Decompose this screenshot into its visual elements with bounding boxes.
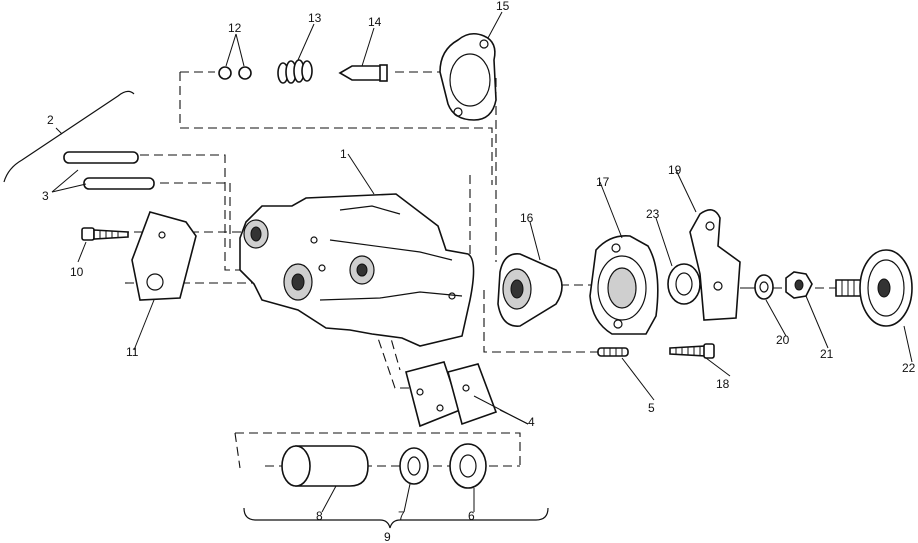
callout-18: 18	[716, 377, 730, 391]
callout-3: 3	[42, 189, 49, 203]
callout-21: 21	[820, 347, 834, 361]
callout-11: 11	[126, 345, 139, 359]
cover-part-17	[589, 234, 659, 335]
bushing-part-7	[399, 447, 429, 485]
bushing-part-16	[497, 253, 563, 327]
washer-part-23	[667, 263, 701, 305]
callout-2: 2	[47, 113, 54, 127]
plunger-part-14	[338, 64, 388, 82]
pulley-part-22	[835, 249, 913, 327]
leader-lines	[51, 11, 913, 513]
callout-15: 15	[496, 0, 510, 13]
callout-10: 10	[70, 265, 84, 279]
callout-23: 23	[646, 207, 660, 221]
cable-part-2	[3, 90, 135, 183]
screw-part-18	[669, 343, 715, 359]
callout-19: 19	[668, 163, 682, 177]
pin-part-3	[63, 151, 155, 190]
callout-4: 4	[528, 415, 535, 429]
callout-7: 7	[398, 509, 405, 523]
callout-20: 20	[776, 333, 790, 347]
housing-part-1	[239, 193, 475, 347]
callout-9: 9	[384, 530, 391, 543]
washer-part-20	[754, 274, 774, 300]
callout-14: 14	[368, 15, 382, 29]
reed-plates-part-4	[405, 361, 498, 428]
washer-part-6	[449, 443, 487, 489]
cylinder-part-8	[281, 445, 369, 487]
callout-17: 17	[596, 175, 610, 189]
spring-part-5	[597, 347, 629, 357]
nut-part-21	[785, 271, 813, 299]
callout-labels: 1 2 3 4 5 6 7 8 9 10 11 12 13 14 15 16 1…	[42, 0, 916, 543]
bolt-part-10	[81, 227, 129, 241]
o-rings-part-12	[218, 66, 252, 80]
callout-8: 8	[316, 509, 323, 523]
callout-16: 16	[520, 211, 534, 225]
callout-6: 6	[468, 509, 475, 523]
gasket-part-15	[439, 32, 497, 121]
callout-12: 12	[228, 21, 242, 35]
callout-22: 22	[902, 361, 916, 375]
bracket-part-19	[689, 209, 741, 321]
callout-1: 1	[340, 147, 347, 161]
callout-5: 5	[648, 401, 655, 415]
callout-13: 13	[308, 11, 322, 25]
plate-part-11	[131, 211, 197, 301]
group-bracket-part-9	[243, 507, 549, 529]
spring-part-13	[277, 59, 313, 84]
